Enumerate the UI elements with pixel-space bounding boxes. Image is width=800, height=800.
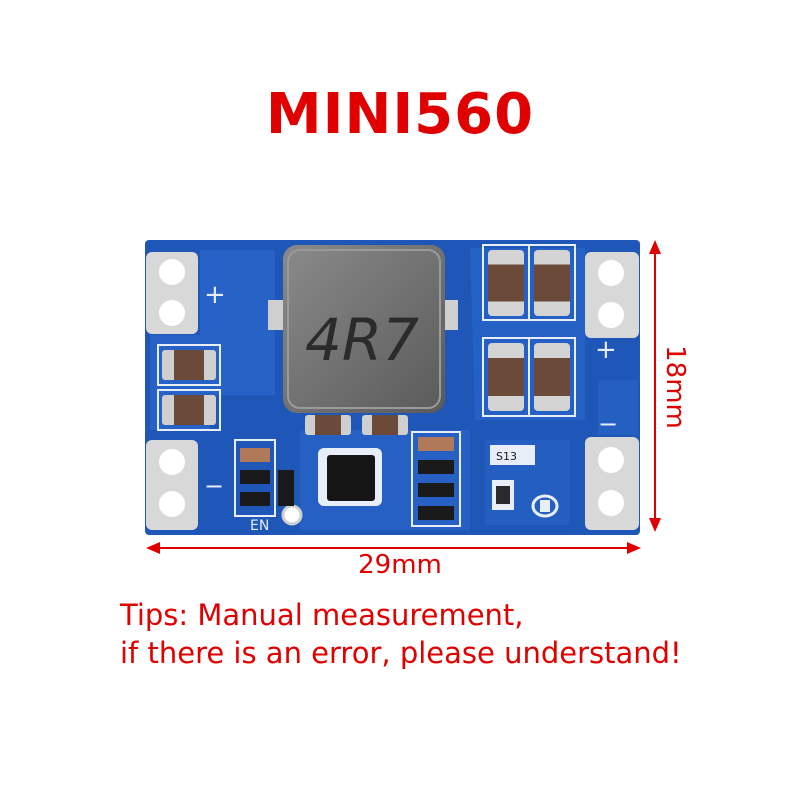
product-title: MINI560 bbox=[265, 82, 535, 147]
tips-line-2: if there is an error, please understand! bbox=[120, 636, 682, 670]
minus-left-label: − bbox=[204, 472, 224, 500]
enable-via bbox=[281, 504, 303, 526]
status-components: S13 bbox=[490, 445, 559, 518]
resistors-left bbox=[234, 439, 294, 517]
tips-note: Tips: Manual measurement, if there is an… bbox=[120, 596, 682, 672]
width-label: 29mm bbox=[358, 550, 442, 580]
plus-left-label: + bbox=[204, 280, 226, 310]
plus-right-label: + bbox=[595, 335, 617, 365]
converter-ic bbox=[318, 448, 382, 506]
minus-right-label: − bbox=[598, 410, 618, 438]
input-capacitors bbox=[157, 344, 221, 431]
height-dimension-arrow bbox=[649, 240, 661, 532]
right-terminal-pads bbox=[585, 252, 639, 530]
tips-line-1: Tips: Manual measurement, bbox=[120, 598, 524, 632]
enable-label: EN bbox=[250, 518, 269, 534]
output-capacitors bbox=[482, 244, 576, 417]
height-label: 18mm bbox=[660, 345, 690, 429]
width-dimension-arrow bbox=[146, 542, 641, 554]
copper-trace bbox=[598, 380, 638, 435]
inductor: 4R7 bbox=[268, 245, 458, 413]
resistors-right bbox=[411, 431, 461, 527]
left-terminal-pads bbox=[146, 252, 198, 530]
inductor-marking: 4R7 bbox=[305, 306, 419, 374]
small-capacitors bbox=[305, 415, 408, 435]
chip-label: S13 bbox=[496, 450, 517, 463]
